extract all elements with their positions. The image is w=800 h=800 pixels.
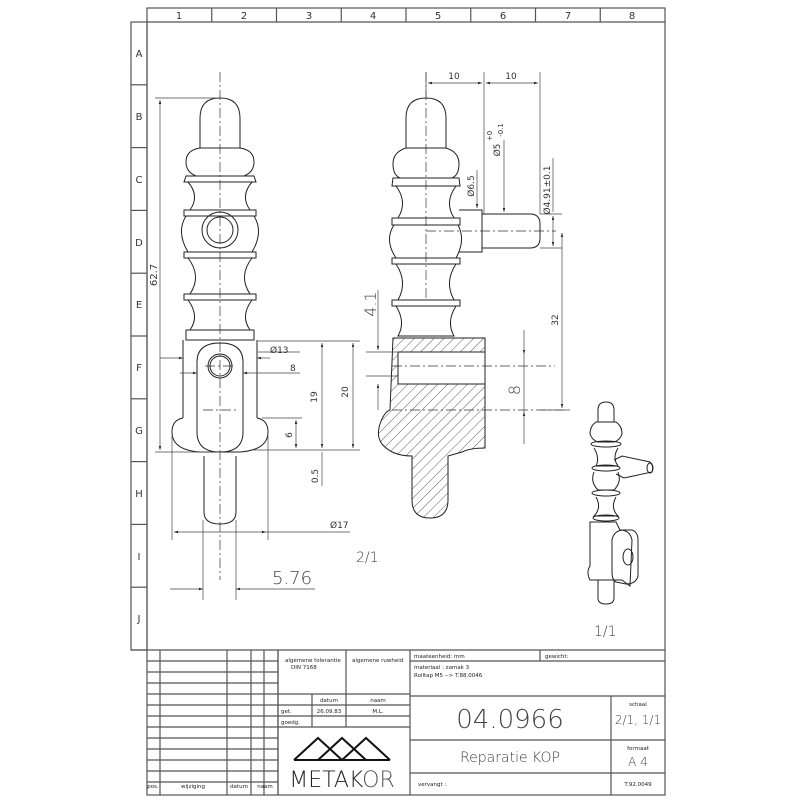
front-view-scale: 2/1 xyxy=(356,550,379,566)
column-label: 6 xyxy=(500,11,506,22)
dim-offset-right: 10 xyxy=(505,72,517,82)
format-value: A 4 xyxy=(628,755,648,769)
row-label: H xyxy=(135,489,143,500)
dim-dia-5-tol-upper: +0 xyxy=(486,131,494,141)
row-label: I xyxy=(138,552,141,563)
row-label: C xyxy=(136,175,143,186)
dim-flange-dia: Ø17 xyxy=(330,520,349,531)
dim-dia-5-tol-lower: -0.1 xyxy=(497,123,505,137)
row-label: E xyxy=(136,300,142,311)
dim-pin-dia: 5.76 xyxy=(272,568,312,589)
dim-gap-05: 0.5 xyxy=(311,469,321,483)
replaces-label: vervangt : xyxy=(418,782,446,788)
general-roughness-label: algemene ruwheid xyxy=(352,658,403,664)
iso-view-scale: 1/1 xyxy=(594,624,617,640)
general-tolerance-label: algemene tolerantie xyxy=(285,658,341,664)
general-tolerance-value: DIN 7168 xyxy=(291,665,317,671)
unit-label: maateenheid: mm xyxy=(414,654,465,660)
doc-code: T.92.0049 xyxy=(623,782,652,788)
drawn-name: M.L. xyxy=(372,709,384,715)
thread-line: Rolltap M5 --> T.88.0046 xyxy=(414,673,483,679)
dim-hole-dia: Ø13 xyxy=(270,345,289,356)
scale-label: schaal xyxy=(629,702,647,708)
header-date: datum xyxy=(230,784,248,790)
drawn-label: get. xyxy=(281,709,292,715)
row-label: G xyxy=(135,426,143,437)
header-name: naam xyxy=(257,784,273,790)
front-view: 62.7 Ø13 8 19 20 6 0.5 Ø17 5.76 2/1 xyxy=(149,72,379,600)
row-label: J xyxy=(137,614,141,625)
drawn-date: 26.09.83 xyxy=(317,709,342,715)
format-label: formaat xyxy=(627,746,650,752)
row-ruler: A B C D E F G H I J xyxy=(131,49,147,625)
drawing-number: 04.0966 xyxy=(456,705,564,735)
row-label: B xyxy=(136,112,143,123)
dim-offset-left: 10 xyxy=(448,72,460,82)
column-ruler: 1 2 3 4 5 6 7 8 xyxy=(176,8,635,22)
dim-height-19: 19 xyxy=(310,391,320,403)
column-label: 8 xyxy=(629,11,635,22)
section-view: 10 10 Ø6.5 Ø5 +0 -0.1 Ø4.91±0.1 32 4.1 8 xyxy=(361,72,570,519)
column-label: 5 xyxy=(435,11,441,22)
date-header: datum xyxy=(320,698,338,704)
scale-value: 2/1, 1/1 xyxy=(615,713,661,727)
material-line: materiaal : zamak 3 xyxy=(414,665,470,671)
weight-label: gewicht: xyxy=(545,654,569,660)
iso-view: 1/1 xyxy=(587,401,654,640)
column-label: 3 xyxy=(306,11,312,22)
dim-slot-width: 8 xyxy=(290,364,296,374)
row-label: A xyxy=(136,49,143,60)
row-label: D xyxy=(135,238,143,249)
approved-label: goedg. xyxy=(281,720,300,726)
drawing-title: Reparatie KOP xyxy=(460,750,560,766)
dim-dia-491: Ø4.91±0.1 xyxy=(542,166,553,215)
revision-table: pos. wijziging datum naam xyxy=(147,650,279,795)
company-name: METAKOR xyxy=(289,768,395,793)
dim-dist-32: 32 xyxy=(551,314,561,325)
dim-dia-65: Ø6.5 xyxy=(466,175,477,196)
dim-overall-height: 62.7 xyxy=(149,264,160,286)
header-pos: pos. xyxy=(147,784,159,790)
dim-dia-5: Ø5 xyxy=(492,144,503,157)
header-change: wijziging xyxy=(181,784,205,790)
column-label: 1 xyxy=(176,11,182,22)
dim-depth-41: 4.1 xyxy=(361,291,380,316)
name-header: naam xyxy=(370,698,386,704)
dim-bore-8: 8 xyxy=(505,385,524,395)
row-label: F xyxy=(136,363,142,374)
column-label: 2 xyxy=(241,11,247,22)
dim-height-20: 20 xyxy=(341,386,351,398)
dim-height-6: 6 xyxy=(285,432,295,438)
column-label: 4 xyxy=(370,11,376,22)
title-block: pos. wijziging datum naam algemene toler… xyxy=(147,650,665,795)
metakor-logo: METAKOR xyxy=(289,736,395,793)
column-label: 7 xyxy=(565,11,571,22)
